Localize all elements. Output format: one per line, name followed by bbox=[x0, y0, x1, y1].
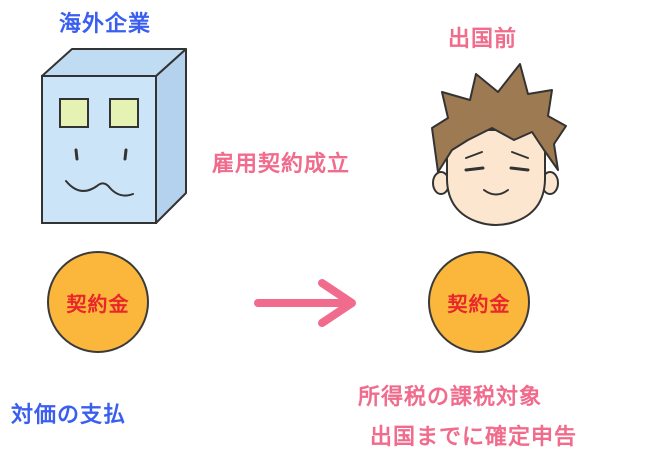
contract-coin-right: 契約金 bbox=[428, 251, 530, 353]
payment-label: 対価の支払 bbox=[11, 403, 127, 428]
company-title: 海外企業 bbox=[59, 12, 152, 37]
contract-coin-right-label: 契約金 bbox=[447, 291, 511, 316]
contract-coin-left-label: 契約金 bbox=[66, 291, 130, 316]
tax-label-line2: 出国までに確定申告 bbox=[370, 425, 578, 450]
person-title: 出国前 bbox=[448, 27, 518, 52]
contract-label: 雇用契約成立 bbox=[212, 152, 351, 177]
tax-label-line1: 所得税の課税対象 bbox=[358, 385, 543, 410]
contract-coin-left: 契約金 bbox=[47, 251, 149, 353]
